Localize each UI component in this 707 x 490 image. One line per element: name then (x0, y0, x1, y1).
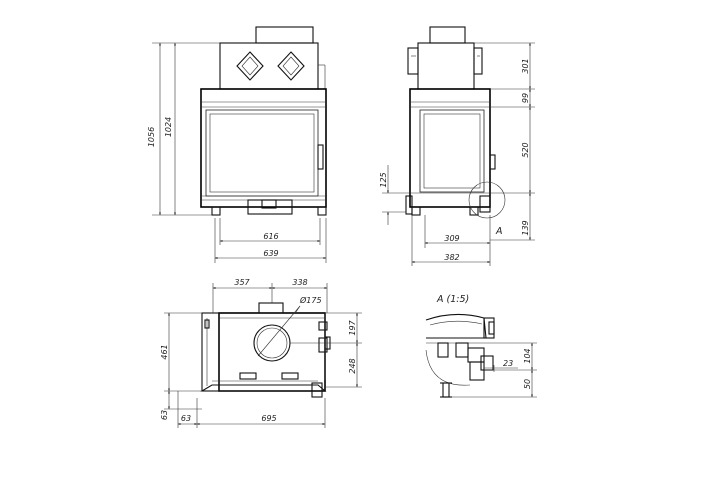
dim-301: 301 (521, 58, 530, 73)
detail-title: A (1:5) (436, 294, 469, 305)
dim-63-horizontal: 63 (181, 414, 191, 423)
dim-616: 616 (263, 232, 278, 241)
front-flue-collar (255, 26, 314, 44)
detail-a-circle (468, 181, 506, 219)
side-view: A 301 99 520 139 125 309 382 (379, 26, 535, 266)
front-vent-left (236, 51, 264, 81)
front-foot-left (211, 206, 221, 216)
detail-marker-a: A (495, 226, 503, 237)
side-body (409, 88, 491, 208)
flue-outlet-circle (253, 324, 291, 362)
front-glass (205, 109, 319, 197)
front-foot-right (317, 206, 327, 216)
dim-197: 197 (348, 319, 357, 335)
side-glass (419, 109, 485, 193)
side-flue-collar (429, 26, 466, 44)
dim-338: 338 (292, 278, 307, 287)
dim-461: 461 (160, 344, 169, 359)
dim-139: 139 (521, 220, 530, 235)
side-top-box (417, 42, 475, 90)
dim-23: 23 (503, 359, 513, 368)
dim-248: 248 (348, 358, 357, 373)
dim-1024: 1024 (164, 117, 173, 137)
dim-104: 104 (523, 348, 532, 363)
dim-1056: 1056 (147, 127, 156, 147)
dim-125: 125 (379, 172, 388, 187)
plan-view: Ø175 357 338 197 248 461 63 (160, 278, 362, 428)
dim-695: 695 (261, 414, 276, 423)
front-body (200, 88, 327, 208)
front-view: 1056 1024 616 639 (147, 26, 327, 263)
dim-175: Ø175 (299, 295, 322, 305)
front-vent-right (277, 51, 305, 81)
dim-50: 50 (523, 379, 532, 389)
dim-382: 382 (444, 253, 459, 262)
dim-99: 99 (521, 93, 530, 103)
dim-639: 639 (263, 249, 278, 258)
front-handle (317, 144, 324, 170)
dim-357: 357 (234, 278, 250, 287)
dim-309: 309 (444, 234, 459, 243)
dim-520: 520 (521, 142, 530, 157)
detail-body-outline (425, 313, 487, 339)
dim-63-vertical: 63 (160, 410, 169, 420)
detail-a-view: A (1:5) 104 50 23 (425, 294, 537, 398)
